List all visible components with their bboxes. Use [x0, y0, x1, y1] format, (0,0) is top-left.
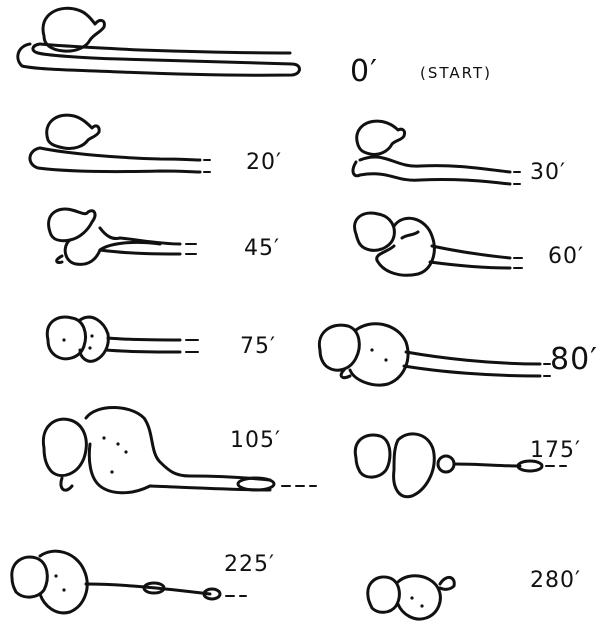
granule: [54, 574, 57, 577]
swelling: [394, 434, 435, 497]
continuation-marks: [186, 244, 196, 254]
continuation-marks: [514, 172, 520, 184]
panel-225-drawing: [12, 551, 246, 613]
granule: [124, 450, 127, 453]
granule: [420, 604, 423, 607]
granule: [62, 588, 65, 591]
time-label-60: 60′: [548, 244, 584, 269]
time-label-280: 280′: [530, 568, 581, 593]
panel-30-drawing: [353, 121, 520, 184]
hypha: [57, 238, 180, 263]
start-note: (START): [420, 64, 492, 82]
granule: [116, 442, 119, 445]
panel-80-drawing: [319, 324, 550, 385]
swelling: [86, 408, 190, 493]
granule: [110, 470, 113, 473]
panel-280-drawing: [368, 576, 454, 619]
hypha: [106, 338, 180, 352]
swelling: [65, 228, 160, 264]
hypha: [341, 352, 540, 378]
hypha: [353, 157, 510, 184]
bead: [438, 456, 454, 472]
hypha-outer: [18, 44, 300, 75]
granule: [410, 596, 413, 599]
time-label-105: 105′: [230, 428, 281, 453]
cell-body: [49, 209, 95, 241]
panel-45-drawing: [49, 209, 196, 264]
panel-20-drawing: [30, 115, 210, 172]
hypha: [454, 464, 520, 466]
time-label-75: 75′: [240, 334, 276, 359]
cell-body: [12, 557, 47, 597]
bud: [440, 577, 454, 589]
granule: [384, 358, 387, 361]
granule: [102, 436, 105, 439]
granule: [90, 334, 93, 337]
hypha: [402, 232, 510, 268]
time-label-20: 20′: [246, 150, 282, 175]
cell-body: [319, 325, 359, 370]
time-label-225: 225′: [224, 552, 275, 577]
swelling: [398, 576, 440, 619]
hypha-inner: [40, 148, 200, 160]
cell-body: [355, 213, 395, 250]
time-label-30: 30′: [530, 160, 566, 185]
granule: [88, 346, 91, 349]
panel-0-drawing: [18, 8, 300, 75]
cell-body: [368, 577, 400, 612]
continuation-marks: [204, 160, 210, 172]
time-label-0: 0′: [350, 54, 378, 89]
time-label-175: 175′: [530, 438, 581, 463]
granule: [62, 338, 65, 341]
cell-body: [43, 419, 86, 475]
panel-60-drawing: [355, 213, 522, 275]
cell-body: [357, 121, 405, 154]
continuation-marks: [186, 340, 198, 352]
granule: [370, 348, 373, 351]
time-label-45: 45′: [244, 236, 280, 261]
panel-75-drawing: [47, 317, 198, 361]
cell-body: [355, 435, 390, 477]
cell-body: [47, 115, 99, 148]
time-label-80: 80′: [550, 342, 598, 377]
continuation-marks: [514, 258, 522, 268]
